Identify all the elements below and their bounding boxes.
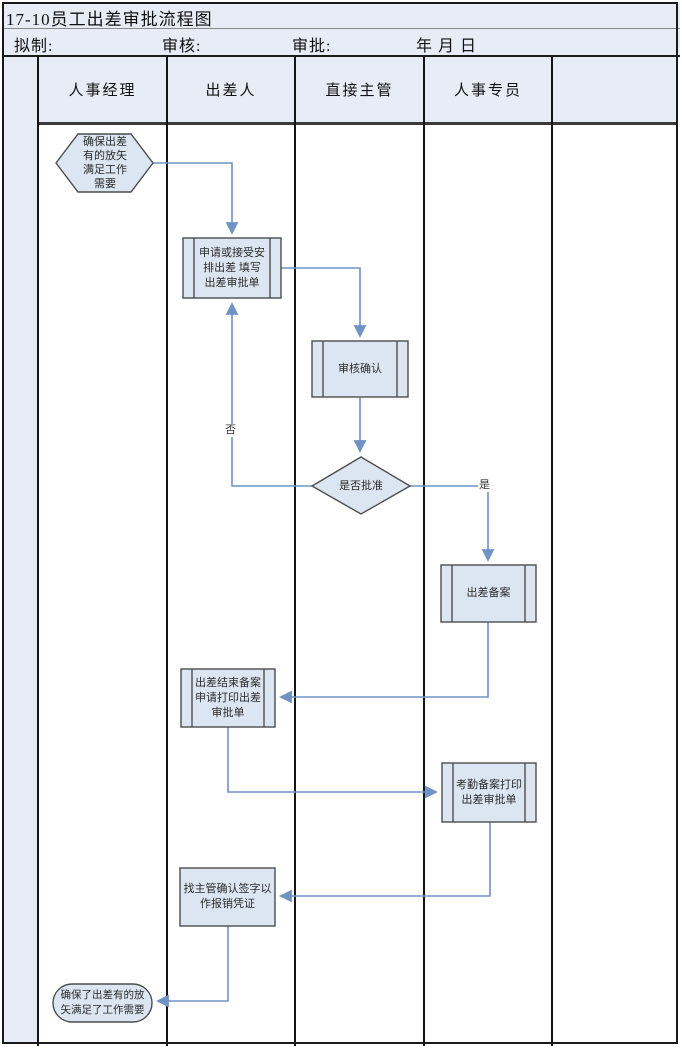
lane-divider-2 [166, 56, 168, 1046]
table-top-border [2, 55, 680, 57]
edge-sign-to-end [156, 926, 229, 1008]
edge-decision-no-to-apply [225, 302, 312, 487]
edge-filing-to-endfiling [279, 622, 489, 704]
start-hexagon-shape [55, 133, 154, 193]
lane-header-traveler: 出差人 [168, 57, 294, 125]
review-box-shape [311, 340, 409, 398]
lane-header-empty [553, 57, 678, 125]
edge-apply-to-review [281, 267, 367, 338]
lane-divider-1 [37, 56, 39, 1046]
decision-diamond-shape [310, 456, 412, 515]
edge-label-no: 否 [224, 424, 237, 437]
lane-divider-5 [551, 56, 553, 1046]
page-title: 17-10员工出差审批流程图 [6, 10, 213, 29]
attendance-box-shape [441, 762, 537, 823]
sign-box-shape [179, 867, 276, 927]
draft-label: 拟制: [14, 38, 54, 55]
edge-endfiling-to-attendance [227, 727, 438, 799]
approve-label: 审批: [292, 38, 332, 55]
edge-decision-yes-to-filing [410, 485, 495, 562]
end-filing-box-shape [180, 668, 276, 728]
edge-start-to-apply [153, 162, 239, 235]
lane-divider-4 [423, 56, 425, 1046]
end-terminator-shape [52, 983, 153, 1023]
date-label: 年 月 日 [416, 38, 478, 55]
lane-header-hr-manager: 人事经理 [39, 57, 166, 125]
lane-divider-3 [294, 56, 296, 1046]
lane-header-hr-specialist: 人事专员 [425, 57, 551, 125]
apply-box-shape [182, 237, 282, 299]
edge-label-yes: 是 [478, 479, 491, 492]
review-label: 审核: [162, 38, 202, 55]
lane-header-supervisor: 直接主管 [296, 57, 423, 125]
title-band [2, 2, 680, 56]
margin-column [4, 57, 37, 1044]
trip-filing-box-shape [440, 564, 537, 623]
title-divider [2, 28, 680, 29]
edge-attendance-to-sign [279, 822, 491, 903]
